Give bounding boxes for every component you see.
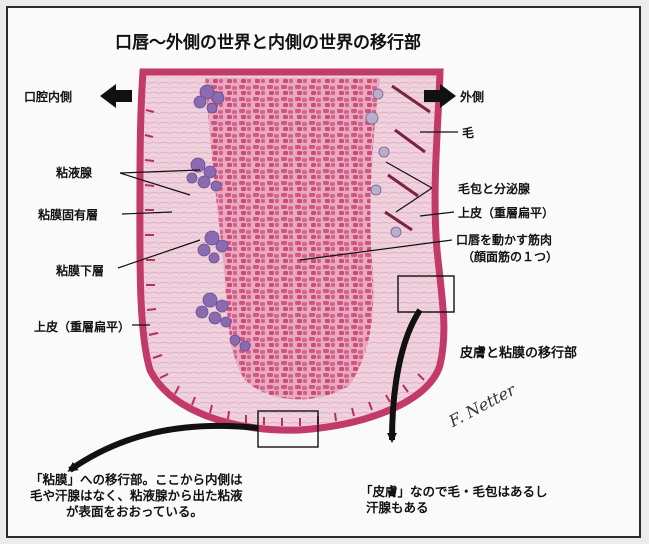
mucosa-callout-arrow xyxy=(70,426,258,470)
follicle-gland-label: 毛包と分泌腺 xyxy=(458,180,530,197)
mucosa-caption-line: 「粘膜」への移行部。ここから内側は xyxy=(30,472,243,488)
skin-caption-line: 「皮膚」なので毛・毛包はあるし xyxy=(360,484,548,500)
mucosa-caption: 「粘膜」への移行部。ここから内側は 毛や汗腺はなく、粘液腺から出た粘液 が表面を… xyxy=(30,472,243,520)
skin-caption-line: 汗腺もある xyxy=(360,500,548,516)
muscle-label-line2: （顔面筋の１つ） xyxy=(462,248,558,265)
transition-label: 皮膚と粘膜の移行部 xyxy=(460,342,577,361)
mucosa-caption-line: 毛や汗腺はなく、粘液腺から出た粘液 xyxy=(30,488,243,504)
hair-label: 毛 xyxy=(462,124,474,141)
skin-caption: 「皮膚」なので毛・毛包はあるし 汗腺もある xyxy=(360,484,548,516)
right-epithelium-label: 上皮（重層扁平） xyxy=(458,204,554,221)
lamina-propria-label: 粘膜固有層 xyxy=(38,206,98,223)
left-direction-arrow xyxy=(100,84,132,108)
inner-direction-label: 口腔内側 xyxy=(24,88,72,105)
left-epithelium-label: 上皮（重層扁平） xyxy=(34,318,130,335)
mucous-gland-label: 粘液腺 xyxy=(56,164,92,181)
muscle-label-line1: 口唇を動かす筋肉 xyxy=(456,231,552,248)
outer-direction-label: 外側 xyxy=(460,88,484,105)
mucosa-caption-line: が表面をおおっている。 xyxy=(30,504,243,520)
submucosa-label: 粘膜下層 xyxy=(56,262,104,279)
figure-title: 口唇〜外側の世界と内側の世界の移行部 xyxy=(115,28,421,53)
